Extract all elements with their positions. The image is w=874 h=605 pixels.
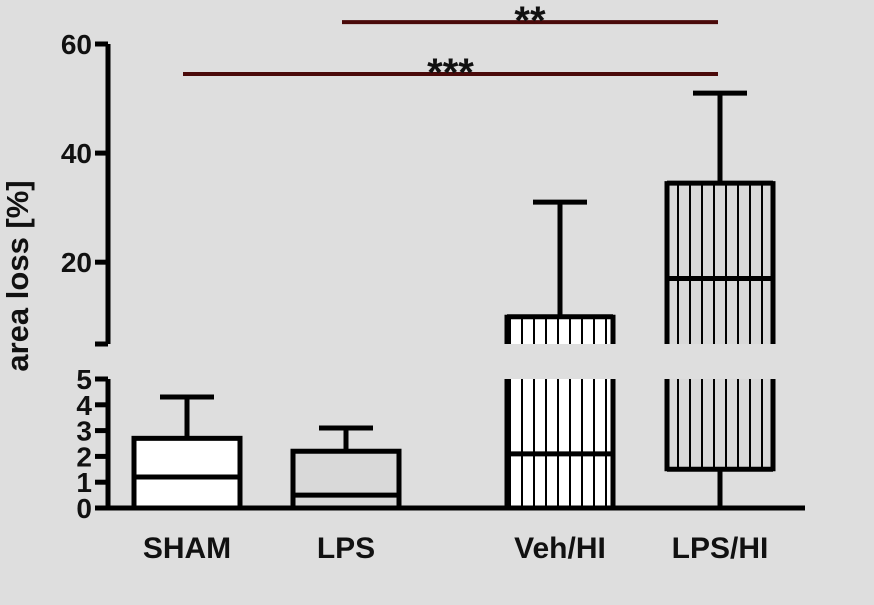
- y-tick-label: 1: [76, 467, 92, 498]
- box-upper: [507, 316, 613, 344]
- box-lps-hi: [664, 90, 776, 511]
- significance-group: *****: [183, 0, 718, 95]
- x-category-label: LPS: [317, 532, 375, 565]
- y-tick-label: 40: [61, 138, 92, 169]
- box: [290, 448, 402, 511]
- box-lower: [667, 379, 773, 470]
- x-category-label: Veh/HI: [514, 532, 606, 565]
- boxes-group: [131, 90, 776, 511]
- significance-label: ***: [427, 51, 474, 95]
- y-tick-label: 3: [76, 416, 92, 447]
- box-veh-hi: [504, 199, 616, 511]
- x-category-label: LPS/HI: [672, 532, 769, 565]
- box-lps: [290, 425, 402, 511]
- y-tick-label: 0: [76, 493, 92, 524]
- y-axis-title: area loss [%]: [0, 180, 35, 371]
- box-upper: [667, 183, 773, 344]
- y-tick-label: 20: [61, 247, 92, 278]
- box-lower: [507, 379, 613, 508]
- x-category-label: SHAM: [143, 532, 231, 565]
- y-tick-label: 60: [61, 29, 92, 60]
- y-tick-label: 2: [76, 441, 92, 472]
- y-tick-label: 5: [76, 364, 92, 395]
- y-tick-label: 4: [76, 390, 92, 421]
- box: [131, 435, 243, 511]
- box-sham: [131, 394, 243, 511]
- significance-label: **: [514, 0, 546, 43]
